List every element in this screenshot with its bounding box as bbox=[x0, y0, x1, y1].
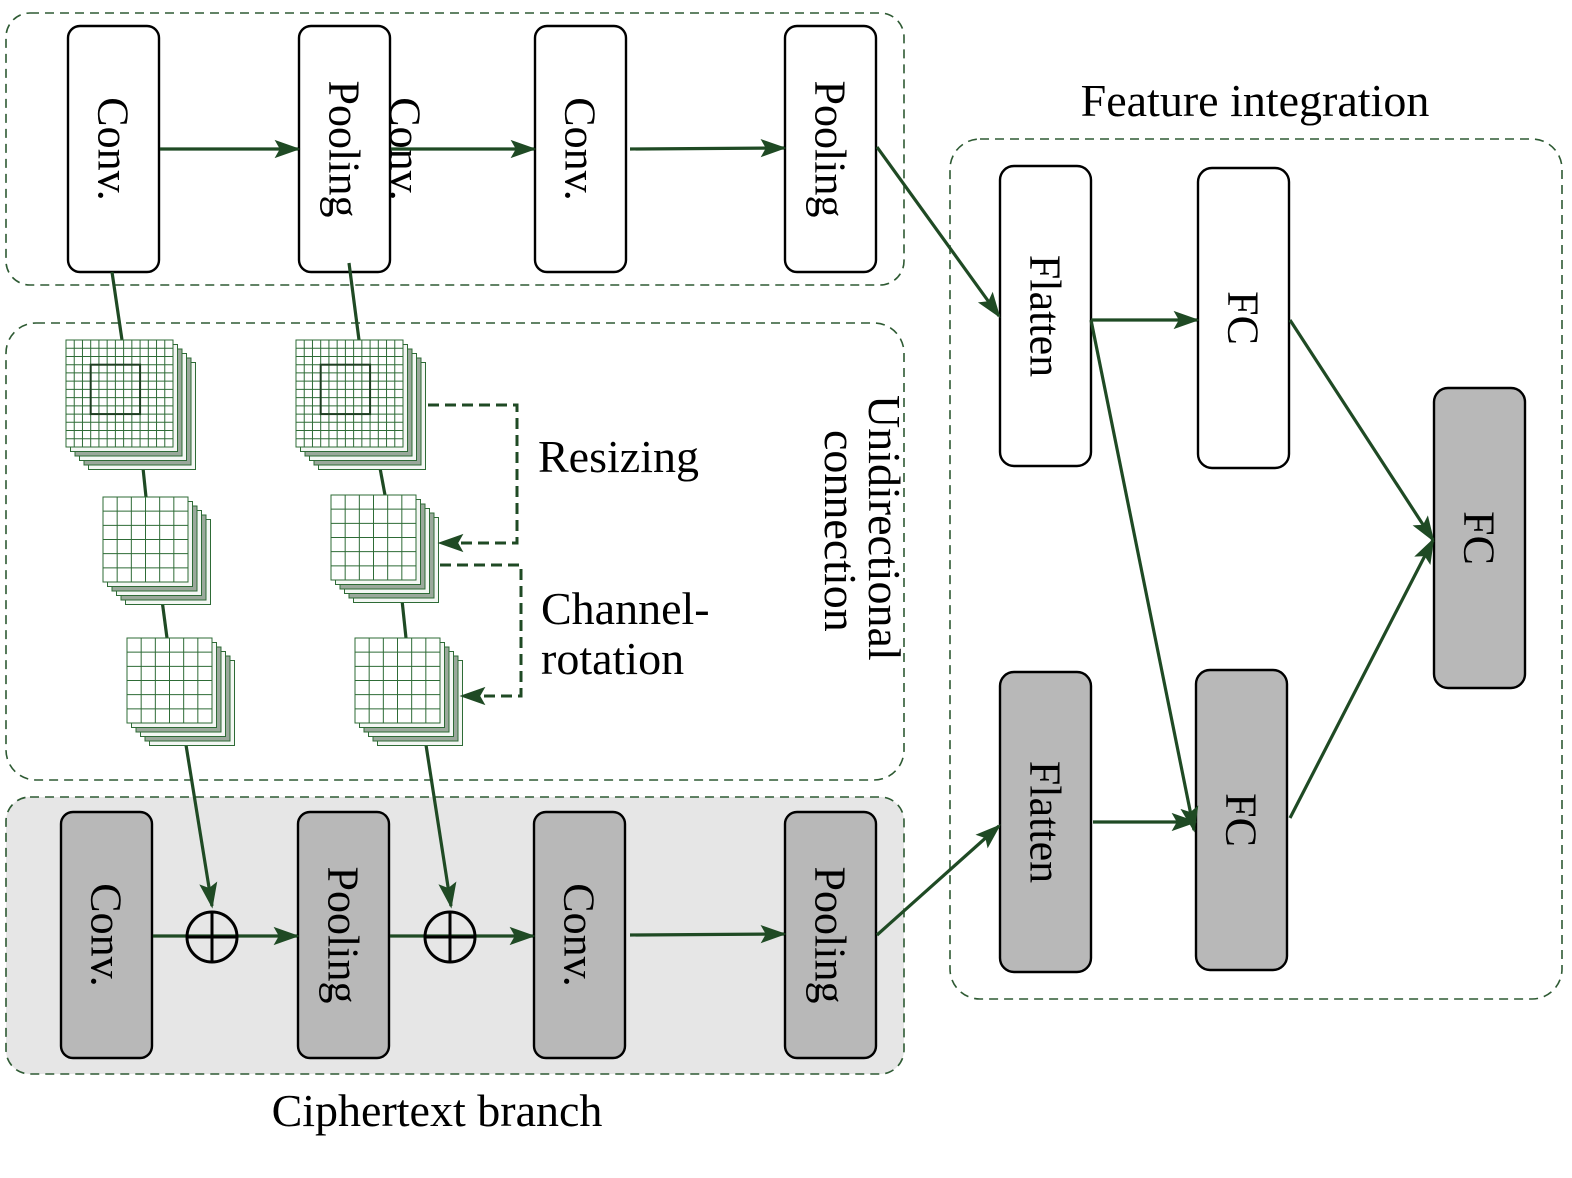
connection-line-left-top bbox=[110, 271, 124, 341]
fc-top-label: FC bbox=[1219, 291, 1268, 345]
pool-to-flatten-bottom-arrow bbox=[875, 824, 1001, 937]
connection-text: connection bbox=[815, 430, 866, 632]
connection-line-left-mid-1 bbox=[141, 467, 148, 498]
flatten-top-to-fc-bottom-arrow bbox=[1089, 319, 1199, 833]
channel-rotation-dashed-arrow bbox=[440, 563, 523, 706]
cipher-arrow-3 bbox=[629, 925, 787, 944]
plain-conv-label-2: Conv. bbox=[556, 97, 605, 201]
fc-bottom-to-final-arrow bbox=[1288, 537, 1435, 819]
circle-plus-icon-1 bbox=[185, 910, 239, 964]
cipher-conv-label-1: Conv. bbox=[82, 883, 131, 987]
plain-pooling-label-2: Pooling bbox=[806, 81, 855, 218]
connection-line-left-mid-2 bbox=[160, 599, 169, 639]
feature-map-stack-left-3 bbox=[126, 637, 235, 746]
fc-bottom-label: FC bbox=[1217, 793, 1266, 847]
cipher-pooling-label-1: Pooling bbox=[319, 867, 368, 1004]
feature-map-stack-right-1 bbox=[295, 339, 426, 470]
feature-map-stack-right-3 bbox=[354, 637, 463, 746]
feature-integration-panel bbox=[949, 138, 1563, 1000]
cipher-pooling-label-2: Pooling bbox=[806, 867, 855, 1004]
plain-pooling-label-1: Pooling bbox=[320, 81, 369, 218]
resizing-dashed-arrow bbox=[428, 403, 519, 553]
connection-line-right-mid-1 bbox=[378, 467, 387, 496]
channel-rotation-label-2: rotation bbox=[541, 633, 684, 684]
cipher-conv-block-1 bbox=[59, 810, 154, 1060]
unidirectional-text: Unidirectional bbox=[859, 395, 910, 661]
fc-final-label: FC bbox=[1455, 511, 1504, 565]
channel-rotation-label-1: Channel- bbox=[541, 583, 710, 634]
feature-map-stack-left-1 bbox=[65, 339, 196, 470]
flatten-top-label: Flatten bbox=[1021, 255, 1070, 377]
feature-map-stacks bbox=[65, 339, 463, 746]
pool-to-flatten-top-arrow bbox=[875, 146, 1001, 319]
feature-map-stack-right-2 bbox=[330, 494, 439, 603]
resizing-label: Resizing bbox=[538, 431, 699, 482]
connection-arrow-right bbox=[424, 744, 457, 909]
plaintext-branch-panel bbox=[5, 12, 905, 286]
cipher-conv-label-2: Conv. bbox=[555, 883, 604, 987]
flatten-bottom-label: Flatten bbox=[1021, 761, 1070, 883]
fc-top-to-final-arrow bbox=[1288, 319, 1435, 543]
feature-map-stack-left-2 bbox=[102, 496, 211, 605]
connection-arrow-left bbox=[184, 744, 218, 909]
circle-plus-icon-2 bbox=[423, 910, 477, 964]
flatten-bottom-block bbox=[998, 670, 1093, 974]
plain-conv-label-1: Conv. bbox=[89, 97, 138, 201]
connection-line-right-top bbox=[347, 262, 361, 341]
connection-line-right-mid-2 bbox=[400, 599, 408, 639]
ciphertext-branch-label: Ciphertext branch bbox=[272, 1085, 603, 1136]
unidirectional-connection-label: Unidirectional connection bbox=[815, 395, 910, 661]
feature-integration-label: Feature integration bbox=[1081, 75, 1430, 126]
connection-panel bbox=[5, 322, 905, 781]
plain-arrow-3 bbox=[629, 139, 787, 158]
